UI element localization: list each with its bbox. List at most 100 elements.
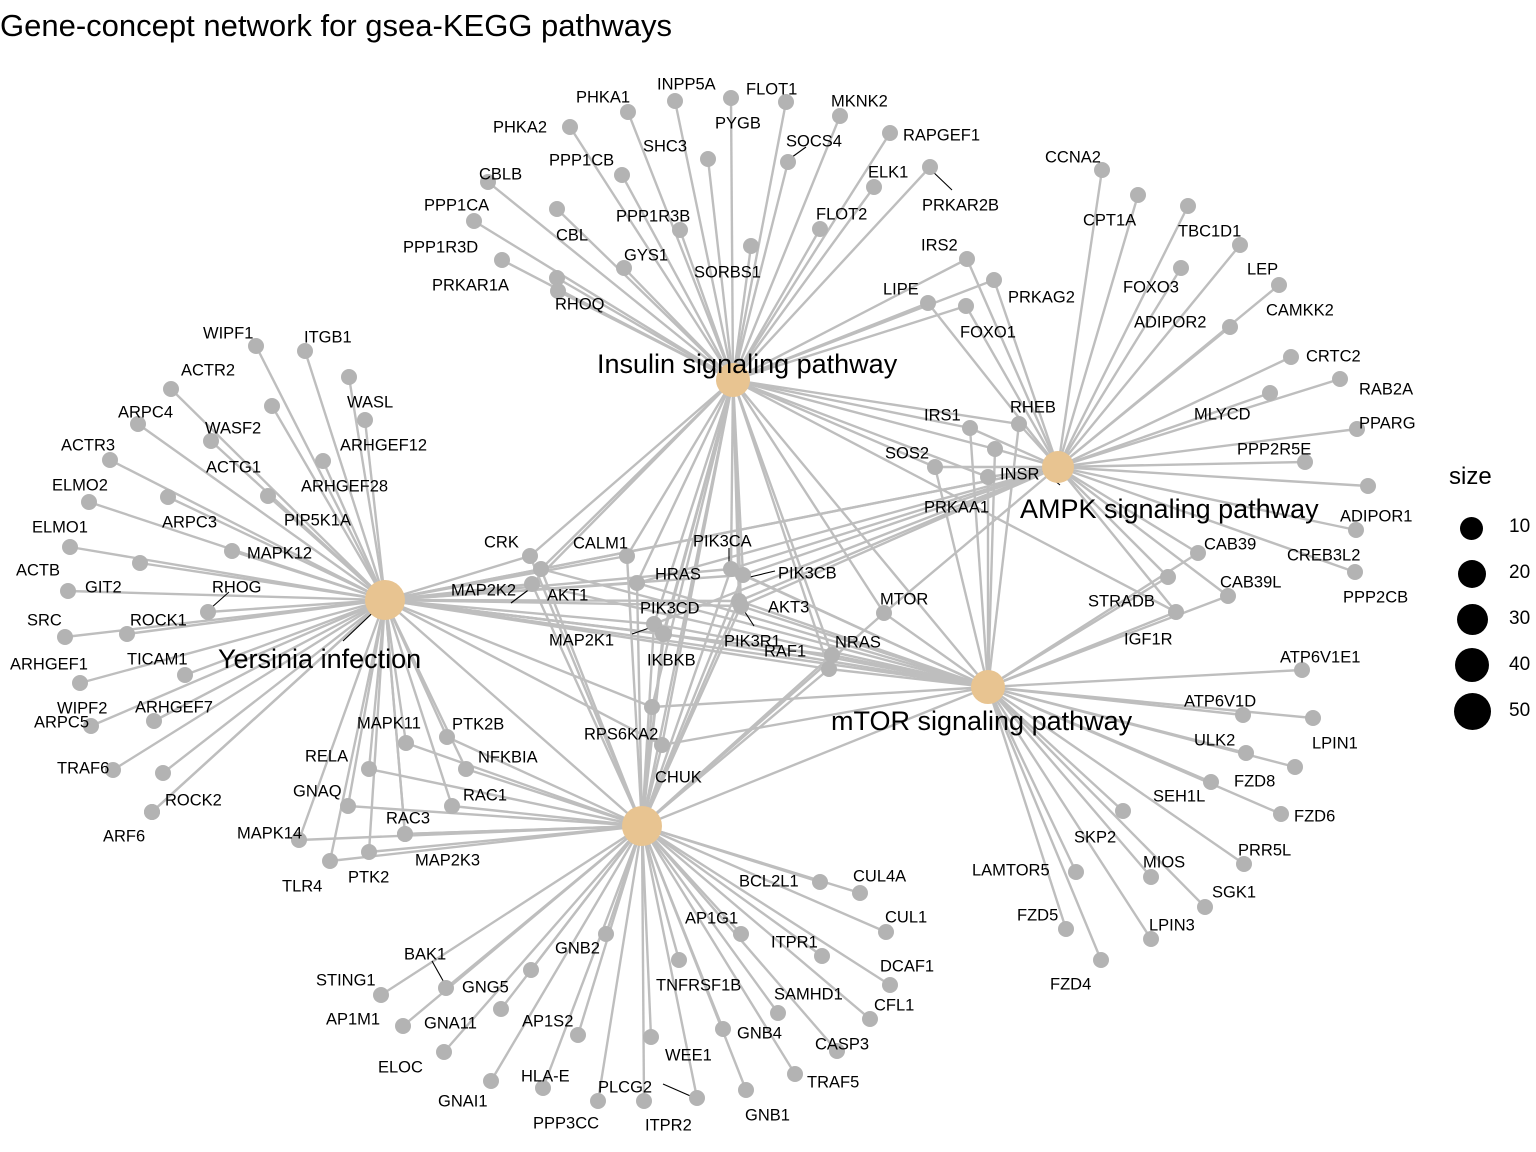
gene-node-rapgef1[interactable] xyxy=(882,125,898,141)
gene-node-nras[interactable] xyxy=(824,647,840,663)
gene-node-bak1[interactable] xyxy=(438,980,454,996)
gene-node-arf6[interactable] xyxy=(144,804,160,820)
gene-node-insr[interactable] xyxy=(987,441,1003,457)
gene-node-arhgef1[interactable] xyxy=(72,675,88,691)
pathway-node-ampk[interactable] xyxy=(1042,451,1074,483)
gene-node-casp3[interactable] xyxy=(829,1043,845,1059)
gene-node-wasf2[interactable] xyxy=(264,398,280,414)
gene-node-adipor1[interactable] xyxy=(1360,478,1376,494)
gene-node-mapk11[interactable] xyxy=(398,735,414,751)
gene-node-gnb4[interactable] xyxy=(715,1021,731,1037)
gene-node-dcaf1[interactable] xyxy=(882,977,898,993)
gene-node-ppp3cc[interactable] xyxy=(590,1093,606,1109)
gene-node-fzd4[interactable] xyxy=(1093,952,1109,968)
gene-node-tbc1d1[interactable] xyxy=(1180,198,1196,214)
gene-node-hras[interactable] xyxy=(629,575,645,591)
gene-node-hla-e[interactable] xyxy=(535,1080,551,1096)
gene-node-tnfrsf1b[interactable] xyxy=(671,952,687,968)
gene-node-prkar1a[interactable] xyxy=(549,270,565,286)
gene-node-ppp1cb[interactable] xyxy=(614,167,630,183)
gene-node-src[interactable] xyxy=(57,629,73,645)
gene-node-cab39l[interactable] xyxy=(1220,588,1236,604)
gene-node-pygb[interactable] xyxy=(778,94,794,110)
gene-node-cbl[interactable] xyxy=(549,201,565,217)
gene-node-lep[interactable] xyxy=(1232,237,1248,253)
gene-node-rac1[interactable] xyxy=(444,798,460,814)
gene-node-chuk[interactable] xyxy=(654,737,670,753)
gene-node-pik3r1[interactable] xyxy=(733,598,749,614)
gene-node-ptk2b[interactable] xyxy=(439,729,455,745)
gene-node-raf1[interactable] xyxy=(821,661,837,677)
gene-node-ccna2[interactable] xyxy=(1094,162,1110,178)
gene-node-pip5k1a[interactable] xyxy=(260,488,276,504)
gene-node-arhgef7[interactable] xyxy=(146,713,162,729)
gene-node-socs4[interactable] xyxy=(780,154,796,170)
gene-node-eloc[interactable] xyxy=(436,1044,452,1060)
gene-node-flot1[interactable] xyxy=(723,90,739,106)
gene-node-phka1[interactable] xyxy=(620,104,636,120)
gene-node-cblb[interactable] xyxy=(480,174,496,190)
gene-node-ulk2[interactable] xyxy=(1238,745,1254,761)
gene-node-gng5[interactable] xyxy=(523,962,539,978)
gene-node-git2[interactable] xyxy=(132,555,148,571)
gene-node-arhgef28[interactable] xyxy=(315,453,331,469)
gene-node-wasl[interactable] xyxy=(341,369,357,385)
gene-node-akt1[interactable] xyxy=(533,561,549,577)
gene-node-phka2[interactable] xyxy=(562,119,578,135)
gene-node-arpc3[interactable] xyxy=(160,489,176,505)
gene-node-traf5[interactable] xyxy=(787,1066,803,1082)
gene-node-mios[interactable] xyxy=(1143,869,1159,885)
gene-node-cab39[interactable] xyxy=(1190,545,1206,561)
gene-node-mtor[interactable] xyxy=(876,605,892,621)
gene-node-ppp1r3d[interactable] xyxy=(494,252,510,268)
pathway-node-yer[interactable] xyxy=(365,580,405,620)
gene-node-itgb1[interactable] xyxy=(297,343,313,359)
gene-node-cfl1[interactable] xyxy=(862,1011,878,1027)
gene-node-prkaa1[interactable] xyxy=(980,469,996,485)
pathway-node-bot[interactable] xyxy=(622,806,662,846)
gene-node-ppp1r3b[interactable] xyxy=(672,222,688,238)
gene-node-foxo1[interactable] xyxy=(958,298,974,314)
gene-node-rela[interactable] xyxy=(361,761,377,777)
gene-node-arpc4[interactable] xyxy=(130,416,146,432)
gene-node-map2k3[interactable] xyxy=(397,826,413,842)
gene-node-actr3[interactable] xyxy=(102,452,118,468)
gene-node-mlycd[interactable] xyxy=(1262,385,1278,401)
gene-node-irs1[interactable] xyxy=(962,420,978,436)
gene-node-elmo2[interactable] xyxy=(81,494,97,510)
gene-node-atp6v1d[interactable] xyxy=(1235,707,1251,723)
gene-node-ppp2r5e[interactable] xyxy=(1297,454,1313,470)
gene-node-itpr1[interactable] xyxy=(814,948,830,964)
gene-node-sgk1[interactable] xyxy=(1197,899,1213,915)
gene-node-cul4a[interactable] xyxy=(852,885,868,901)
gene-node-sos2[interactable] xyxy=(927,459,943,475)
gene-node-gys1[interactable] xyxy=(616,260,632,276)
pathway-node-mtor[interactable] xyxy=(971,670,1005,704)
gene-node-ap1s2[interactable] xyxy=(570,1027,586,1043)
gene-node-igf1r[interactable] xyxy=(1168,604,1184,620)
gene-node-pparg[interactable] xyxy=(1349,421,1365,437)
gene-node-pik3cb[interactable] xyxy=(735,567,751,583)
gene-node-itpr2[interactable] xyxy=(636,1093,652,1109)
gene-node-mknk2[interactable] xyxy=(832,108,848,124)
gene-node-prkag2[interactable] xyxy=(986,272,1002,288)
gene-node-gna11[interactable] xyxy=(493,1001,509,1017)
gene-node-lpin1[interactable] xyxy=(1305,710,1321,726)
gene-node-pik3ca[interactable] xyxy=(723,561,739,577)
gene-node-rhoq[interactable] xyxy=(550,283,566,299)
gene-node-ticam1[interactable] xyxy=(177,667,193,683)
gene-node-rock1[interactable] xyxy=(119,626,135,642)
gene-node-gnai1[interactable] xyxy=(483,1073,499,1089)
gene-node-elmo1[interactable] xyxy=(62,539,78,555)
gene-node-actr2[interactable] xyxy=(163,381,179,397)
gene-node-rheb[interactable] xyxy=(1011,416,1027,432)
gene-node-arhgef12[interactable] xyxy=(357,412,373,428)
gene-node-ap1m1[interactable] xyxy=(395,1018,411,1034)
gene-node-calm1[interactable] xyxy=(619,548,635,564)
gene-node-prr5l[interactable] xyxy=(1236,856,1252,872)
gene-node-rps6ka2[interactable] xyxy=(644,699,660,715)
gene-node-foxo3[interactable] xyxy=(1173,260,1189,276)
gene-node-flot2[interactable] xyxy=(812,221,828,237)
gene-node-ikbkb[interactable] xyxy=(656,626,672,642)
gene-node-cul1[interactable] xyxy=(878,924,894,940)
